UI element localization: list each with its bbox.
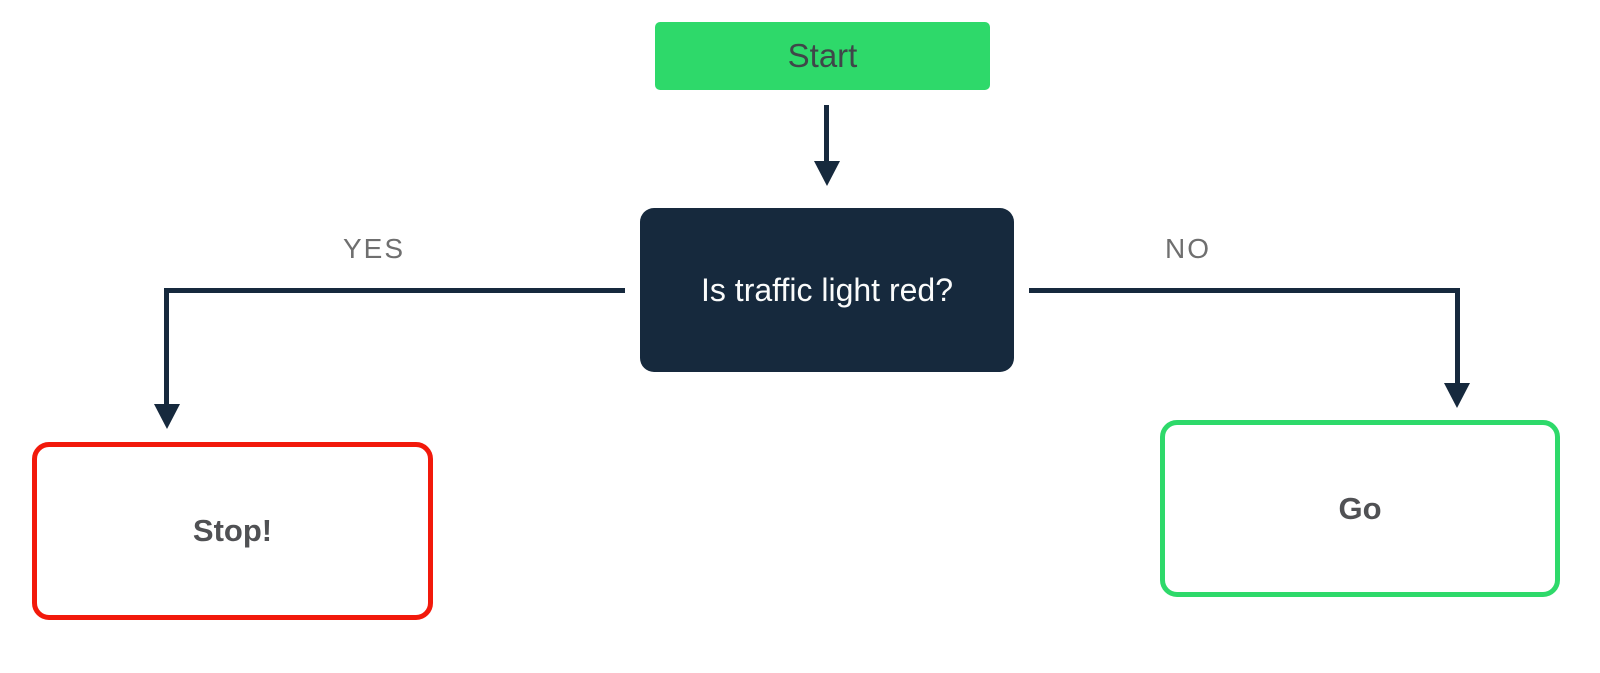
edge-no-vertical-line bbox=[1455, 288, 1460, 384]
edge-start-to-decision-line bbox=[824, 105, 829, 162]
node-stop: Stop! bbox=[32, 442, 433, 620]
arrowhead-down-icon bbox=[814, 161, 840, 186]
node-stop-label: Stop! bbox=[192, 513, 273, 548]
node-start: Start bbox=[655, 22, 990, 90]
edge-label-yes: YES bbox=[342, 233, 406, 264]
node-go: Go bbox=[1160, 420, 1560, 597]
node-decision: Is traffic light red? bbox=[640, 208, 1014, 372]
edge-yes-horizontal-line bbox=[164, 288, 625, 293]
arrowhead-down-icon bbox=[1444, 383, 1470, 408]
edge-no-horizontal-line bbox=[1029, 288, 1460, 293]
node-go-label: Go bbox=[1338, 490, 1382, 526]
node-start-label: Start bbox=[787, 37, 858, 74]
edge-label-no: NO bbox=[1165, 233, 1211, 264]
edge-yes-vertical-line bbox=[164, 288, 169, 405]
arrowhead-down-icon bbox=[154, 404, 180, 429]
node-decision-label: Is traffic light red? bbox=[701, 271, 953, 308]
